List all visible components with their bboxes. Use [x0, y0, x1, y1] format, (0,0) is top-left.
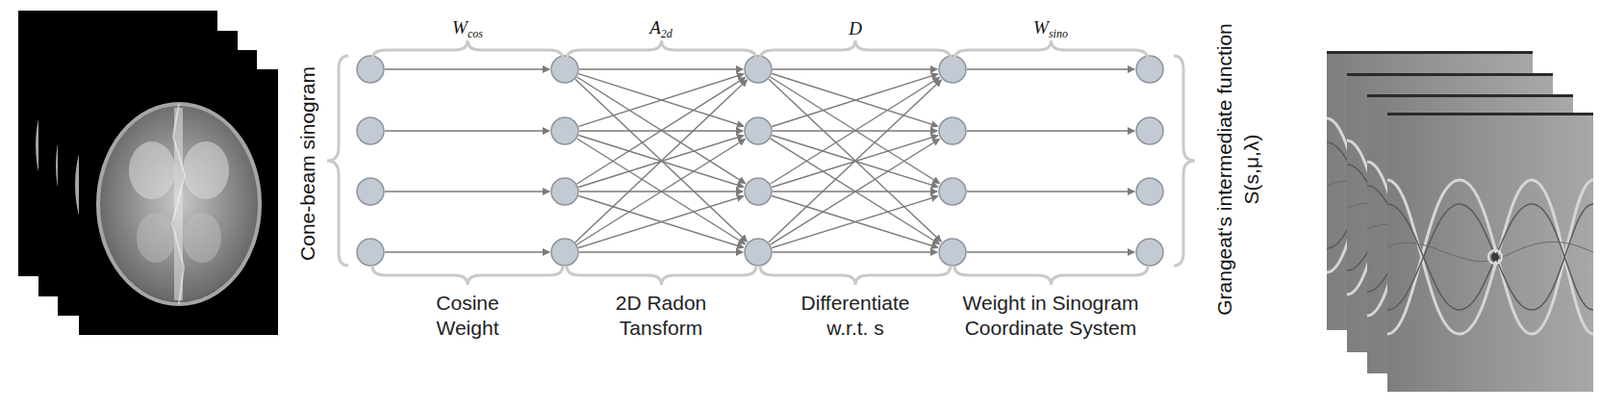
neuron [356, 177, 384, 205]
neuron [939, 117, 966, 145]
neuron [551, 238, 579, 266]
neuron [744, 55, 772, 83]
neuron [551, 177, 579, 205]
step-caption: Weight in Sinogram Coordinate System [961, 290, 1141, 341]
weight-line [770, 77, 940, 185]
symbol-letter: W [452, 17, 468, 38]
operator-symbol: Wcos [452, 15, 483, 43]
weight-line [578, 74, 744, 127]
operator-symbol: A2d [649, 15, 673, 43]
weight-line [966, 68, 1135, 70]
brace [954, 40, 1148, 60]
neuron [1136, 238, 1164, 266]
weight-line [771, 74, 938, 127]
weight-line [770, 139, 940, 246]
neuron [1136, 117, 1164, 145]
weight-line [577, 138, 746, 245]
weight-line [575, 78, 748, 242]
weight-line [768, 79, 941, 243]
weight-line [578, 196, 743, 249]
brace [566, 265, 757, 285]
weight-line [577, 139, 746, 246]
axis-title: Grangeat‘s intermediate function [1212, 23, 1238, 316]
neuron [939, 55, 966, 83]
step-caption: Differentiate w.r.t. s [790, 290, 920, 341]
axis-title: S(s,μ,λ) [1239, 134, 1265, 205]
neuron [1136, 55, 1164, 83]
weight-line [966, 190, 1135, 192]
weight-line [771, 196, 938, 249]
operator-symbol: D [848, 16, 863, 42]
weight-line [772, 251, 938, 253]
step-caption: 2D Radon Tansform [597, 290, 725, 341]
weight-line [772, 68, 938, 70]
weight-line [966, 251, 1135, 253]
brace [760, 40, 951, 60]
weight-line [966, 129, 1135, 131]
brace [566, 40, 757, 60]
weight-line [577, 77, 746, 185]
axis-title: Cone-beam sinogram [295, 66, 321, 261]
brace [954, 265, 1148, 285]
neuron [939, 177, 966, 205]
brace [327, 55, 349, 266]
operator-symbol: Wsino [1033, 15, 1068, 43]
neuron [551, 55, 579, 83]
neuron [1136, 177, 1164, 205]
weight-line [577, 76, 746, 184]
neuron [939, 238, 966, 266]
neuron [356, 117, 384, 145]
symbol-letter: D [848, 18, 863, 39]
step-caption: Cosine Weight [419, 290, 516, 341]
weight-line [575, 79, 748, 243]
neuron [551, 117, 579, 145]
weight-line [770, 76, 940, 184]
symbol-letter: A [649, 17, 661, 38]
symbol-letter: W [1033, 17, 1049, 38]
weight-line [771, 74, 938, 127]
weight-line [770, 138, 940, 245]
brace [372, 40, 563, 60]
weight-line [384, 129, 550, 131]
weight-line [578, 196, 743, 249]
weight-line [579, 68, 743, 70]
weight-line [578, 74, 744, 127]
symbol-subscript: cos [467, 26, 483, 41]
symbol-subscript: 2d [660, 26, 673, 41]
weight-line [579, 251, 743, 253]
weight-line [384, 190, 550, 192]
brace [760, 265, 951, 285]
neuron [356, 238, 384, 266]
neuron [356, 55, 384, 83]
weight-line [384, 251, 550, 253]
neuron [744, 117, 772, 145]
brace [372, 265, 563, 285]
brace [1173, 55, 1195, 266]
neuron [744, 238, 772, 266]
weight-line [771, 196, 938, 249]
symbol-subscript: sino [1048, 26, 1068, 41]
weight-line [384, 68, 550, 70]
neuron [744, 177, 772, 205]
weight-line [768, 78, 941, 242]
